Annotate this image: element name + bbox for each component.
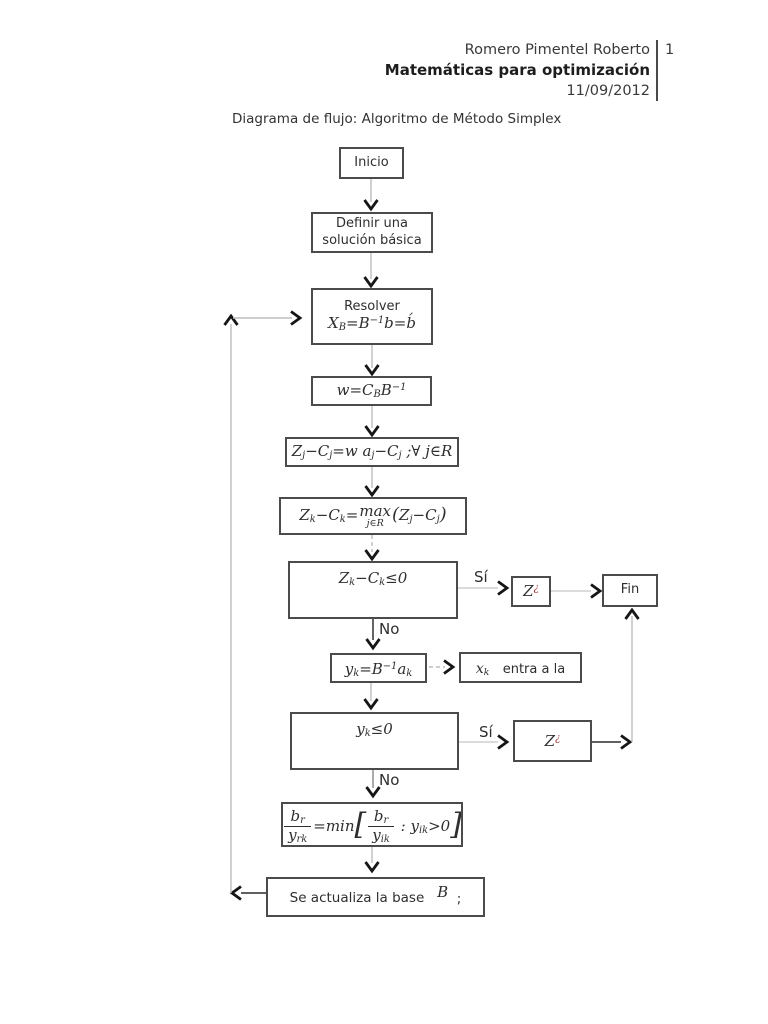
node-yk-formula-text: yk=B−1ak [344, 660, 413, 679]
node-decision-yk-text: yk≤0 [356, 720, 393, 739]
node-resolver-formula: XB=B−1b=b́ [328, 314, 416, 334]
page-header: Romero Pimentel Roberto Matemáticas para… [385, 40, 650, 102]
edge-feedback-vertical [223, 313, 239, 893]
node-actualizar-base: Se actualiza la base B ; [266, 877, 485, 917]
node-fin-label: Fin [620, 582, 640, 598]
edge-label-no-1: No [379, 620, 400, 638]
edge-definir-resolver [363, 253, 379, 289]
node-z-optimo-2: Z¿ [513, 720, 592, 762]
edge-label-si-2: Sí [479, 723, 493, 741]
diagram-title: Diagrama de flujo: Algoritmo de Método S… [232, 111, 562, 127]
edge-zopt2-corner [592, 734, 633, 750]
header-course: Matemáticas para optimización [384, 61, 650, 80]
header-date: 11/09/2012 [566, 83, 650, 100]
edge-zk-dec1 [364, 535, 380, 562]
node-xk-entra-text: xk entra a la [475, 661, 566, 678]
edge-ratio-base [364, 847, 380, 874]
edge-w-zj [364, 406, 380, 438]
node-resolver-title: Resolver [344, 298, 400, 314]
node-zj-formula-text: Zj−Cj=w aj−Cj ;∀ j∈R [291, 441, 453, 461]
header-author: Romero Pimentel Roberto [464, 42, 650, 58]
edge-base-feedback-left [229, 885, 266, 901]
edge-label-no-2: No [379, 771, 400, 789]
node-resolver: Resolver XB=B−1b=b́ [311, 288, 433, 345]
edge-resolver-w [364, 345, 380, 377]
node-xk-entra: xk entra a la [459, 652, 582, 683]
edge-feedback-resolver [233, 310, 303, 326]
edge-corner-fin [624, 607, 640, 742]
node-z-optimo-1: Z¿ [511, 576, 551, 607]
node-z-optimo-1-text: Z¿ [523, 582, 539, 601]
edge-yk-xk [429, 659, 456, 675]
edge-label-si-1: Sí [474, 568, 488, 586]
edge-zopt1-fin [551, 583, 603, 599]
node-inicio: Inicio [339, 147, 404, 179]
node-decision-zk: Zk−Ck≤0 [288, 561, 458, 619]
node-decision-yk: yk≤0 [290, 712, 459, 770]
edge-inicio-definir [363, 179, 379, 212]
edge-dec1-yk-no [365, 619, 381, 651]
node-z-optimo-2-text: Z¿ [544, 731, 561, 750]
node-w-formula: w=CBB−1 [311, 376, 432, 406]
edge-zj-zk [364, 467, 380, 498]
node-inicio-label: Inicio [354, 154, 389, 170]
edge-dec2-ratio-no [365, 769, 381, 799]
node-decision-zk-text: Zk−Ck≤0 [338, 569, 408, 588]
edge-yk-dec2 [363, 683, 379, 711]
node-zj-formula: Zj−Cj=w aj−Cj ;∀ j∈R [285, 437, 459, 467]
header-divider [656, 40, 658, 101]
page-number: 1 [665, 42, 675, 58]
node-yk-formula: yk=B−1ak [330, 653, 427, 683]
node-actualizar-base-text: Se actualiza la base B ; [289, 882, 462, 907]
node-fin: Fin [602, 574, 658, 607]
node-w-formula-text: w=CBB−1 [336, 380, 407, 400]
